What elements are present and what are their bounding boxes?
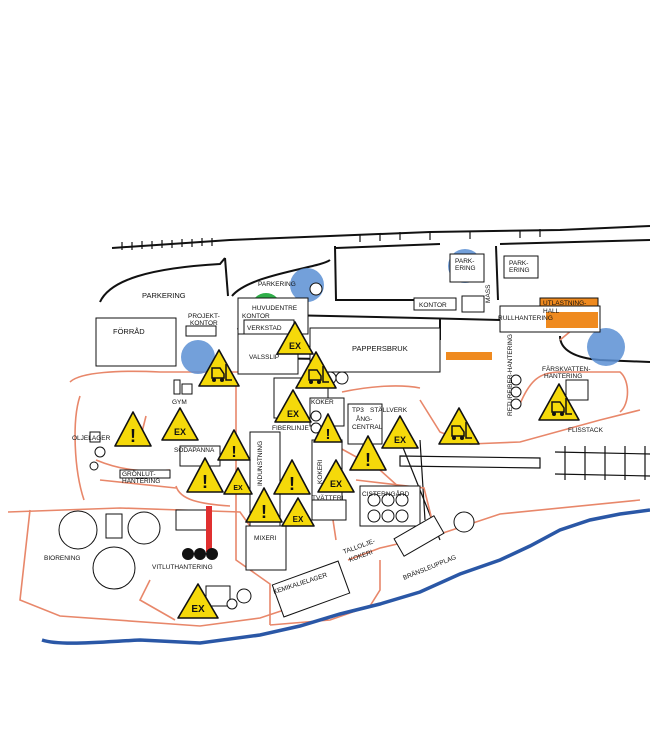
ex-warning-icon: EX: [281, 497, 315, 527]
svg-text:!: !: [261, 502, 267, 522]
label-parkering-ne1: PARK-: [455, 258, 474, 265]
label-oljelager: OLJELAGER: [72, 435, 111, 442]
label-flisstack: FLISSTACK: [568, 427, 604, 434]
label-utlastning-2: HALL: [543, 308, 560, 315]
svg-text:EX: EX: [287, 409, 299, 419]
label-angcentral-1: ÅNG-: [356, 414, 372, 423]
svg-text:!: !: [289, 474, 295, 494]
svg-text:EX: EX: [293, 515, 304, 524]
label-vitlut: VITLUTHANTERING: [152, 564, 213, 571]
forklift-warning-icon: [438, 407, 480, 445]
svg-text:EX: EX: [394, 435, 406, 445]
exclamation-warning-icon: !: [186, 457, 224, 493]
label-fiberlinje: FIBERLINJE: [272, 425, 310, 432]
label-farskvatten-2: HANTERING: [544, 373, 582, 380]
forklift-warning-icon: [538, 383, 580, 421]
ex-warning-icon: EX: [177, 583, 219, 619]
exclamation-warning-icon: !: [217, 429, 251, 461]
label-verkstad: VERKSTAD: [247, 325, 282, 332]
label-parkering-central: PARKERING: [258, 281, 296, 288]
label-gym: GYM: [172, 399, 187, 406]
label-kontor-west: KONTOR: [242, 313, 270, 320]
parking-marker-west: [181, 340, 215, 374]
label-projekt-2: KONTOR: [190, 320, 218, 327]
ex-warning-icon: EX: [274, 389, 312, 423]
label-sodapanna: SODAPANNA: [174, 447, 215, 454]
svg-text:EX: EX: [174, 427, 186, 437]
label-tp3: TP3: [352, 407, 364, 414]
exclamation-warning-icon: !: [273, 459, 311, 495]
svg-text:EX: EX: [289, 341, 301, 351]
exclamation-warning-icon: !: [114, 411, 152, 447]
label-huvudcentral: HUVUDENTRE: [252, 305, 298, 312]
label-kokeri: KOKERI: [317, 459, 324, 484]
label-mixeri: MIXERI: [254, 535, 277, 542]
label-cisternar: CISTERNGÅRD: [362, 489, 410, 498]
label-indunstning: INDUNSTNING: [257, 441, 264, 486]
label-koker-top: KOKER: [311, 399, 334, 406]
parking-marker-east: [587, 328, 625, 366]
forklift-warning-icon: [295, 351, 337, 389]
exclamation-warning-icon: !: [245, 487, 283, 523]
ex-warning-icon: EX: [223, 467, 253, 495]
label-kontor-east: KONTOR: [419, 302, 447, 309]
svg-text:EX: EX: [233, 485, 243, 492]
exclamation-warning-icon: !: [313, 413, 343, 443]
warning-signs: EX EX EX EX EX EX EX EX: [114, 321, 580, 619]
label-pappersbruk: PAPPERSBRUK: [352, 344, 408, 353]
ex-warning-icon: EX: [276, 321, 314, 355]
label-farskvatten-1: FÄRSKVATTEN-: [542, 365, 591, 373]
label-tvatteri: TVÄTTERI: [312, 494, 344, 502]
svg-text:EX: EX: [330, 479, 342, 489]
ex-warning-icon: EX: [317, 459, 355, 493]
forklift-warning-icon: [198, 349, 240, 387]
exclamation-warning-icon: !: [349, 435, 387, 471]
label-gronlut-2: HANTERING: [122, 478, 160, 485]
label-parkering-ne2b: ERING: [509, 267, 530, 274]
waterfront-line: [41, 508, 650, 645]
svg-text:!: !: [130, 426, 136, 446]
ex-warning-icon: EX: [381, 415, 419, 449]
label-returfiber: RETURFIBER-HANTERING: [507, 334, 514, 416]
label-forrad: FÖRRÅD: [113, 327, 145, 336]
label-angcentral-2: CENTRAL: [352, 424, 383, 431]
label-rullhantering: RULLHANTERING: [498, 315, 553, 322]
ex-warning-icon: EX: [161, 407, 199, 441]
label-gronlut-1: GRÖNLUT-: [122, 470, 156, 478]
svg-text:!: !: [365, 450, 371, 470]
svg-text:!: !: [231, 444, 236, 461]
svg-text:!: !: [326, 426, 331, 443]
label-stallverk: STÄLLVERK: [370, 406, 408, 414]
label-parkering-ne1b: ERING: [455, 265, 476, 272]
label-projekt-1: PROJEKT-: [188, 313, 220, 320]
svg-text:EX: EX: [191, 604, 205, 615]
buildings: [89, 253, 601, 618]
label-valsslip: VALSSLIP: [249, 354, 279, 361]
label-parkering-ne2: PARK-: [509, 260, 528, 267]
label-biorening: BIORENING: [44, 555, 80, 562]
label-mass: MASS: [485, 284, 492, 303]
label-utlastning-1: UTLASTNING-: [543, 300, 586, 307]
label-parkering-west: PARKERING: [142, 291, 186, 300]
svg-text:!: !: [202, 472, 208, 492]
